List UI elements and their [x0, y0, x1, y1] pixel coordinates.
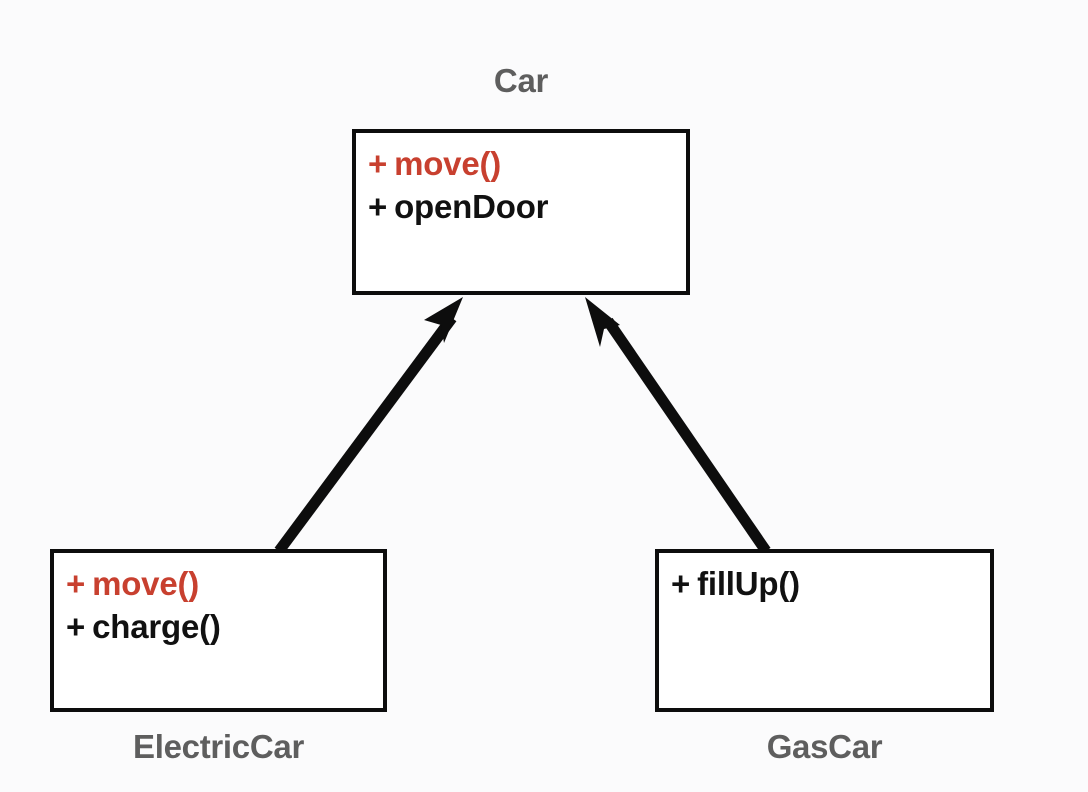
member-list-gascar: +fillUp() [659, 553, 990, 606]
visibility-marker: + [368, 187, 388, 225]
arrow-shaft [274, 314, 457, 555]
visibility-marker: + [368, 145, 388, 182]
member-row: +move() [368, 143, 686, 186]
member-label: charge() [92, 607, 221, 645]
member-label: openDoor [394, 187, 549, 225]
member-label: move() [92, 565, 200, 602]
member-list-electriccar: +move() +charge() [54, 553, 383, 649]
inheritance-arrow-gascar-to-car [585, 297, 771, 555]
visibility-marker: + [671, 565, 691, 602]
member-list-car: +move() +openDoor [356, 133, 686, 229]
inheritance-arrow-electriccar-to-car [274, 297, 463, 555]
visibility-marker: + [66, 565, 86, 602]
class-box-gascar[interactable]: +fillUp() [655, 549, 994, 712]
member-row: +openDoor [368, 186, 686, 229]
arrow-shaft [603, 317, 771, 555]
member-label: move() [394, 145, 502, 182]
class-name-gascar: GasCar [766, 728, 883, 765]
member-row: +charge() [66, 606, 383, 649]
class-box-car[interactable]: +move() +openDoor [352, 129, 690, 295]
arrowhead-filled-triangle [585, 297, 620, 347]
arrowhead-filled-triangle [424, 297, 463, 343]
class-name-car: Car [493, 62, 549, 99]
member-row: +move() [66, 563, 383, 606]
class-name-electriccar: ElectricCar [133, 728, 304, 765]
visibility-marker: + [66, 607, 86, 645]
class-box-electriccar[interactable]: +move() +charge() [50, 549, 387, 712]
member-row: +fillUp() [671, 563, 990, 606]
member-label: fillUp() [697, 565, 800, 602]
